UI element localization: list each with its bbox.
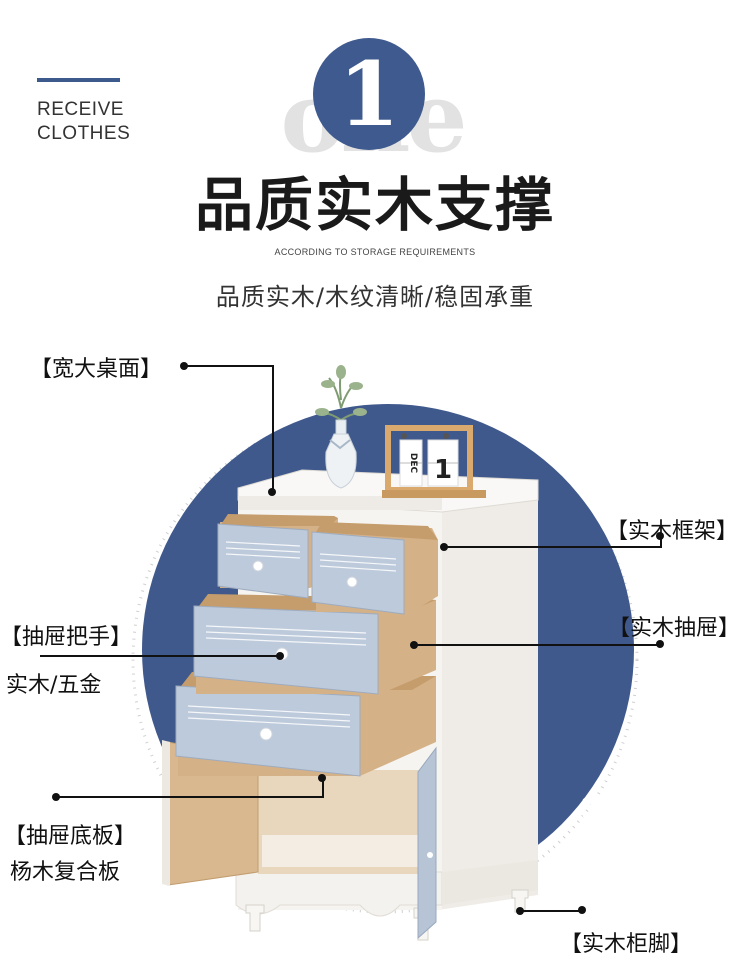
eyebrow-line-1: RECEIVE — [37, 99, 124, 120]
desk-calendar: DEC 1 — [382, 425, 486, 498]
drawer-2-front — [311, 531, 405, 615]
callout-handle-sub: 实木/五金 — [6, 673, 102, 698]
callout-tabletop: 【宽大桌面】 — [30, 357, 163, 382]
callout-bottom: 【抽屉底板】 — [4, 824, 137, 849]
callout-foot: 【实木柜脚】 — [560, 932, 693, 957]
leader-foot-h — [520, 910, 582, 912]
drawer-1-grooves — [225, 541, 301, 559]
drawer-2-knob[interactable] — [346, 576, 358, 588]
drawer-2-grooves — [319, 553, 397, 572]
callout-dot-foot — [578, 906, 586, 914]
drawer-4-knob[interactable] — [259, 727, 273, 741]
leader-frame-h — [444, 546, 662, 548]
callout-end-handle — [276, 652, 284, 660]
drawer-2-interior — [316, 522, 438, 540]
eyebrow-line-2: CLOTHES — [37, 123, 131, 144]
drawer-3-grooves — [205, 625, 367, 646]
callout-drawer: 【实木抽屉】 — [608, 616, 741, 641]
callout-end-bottom — [318, 774, 326, 782]
right-cabinet-door — [417, 746, 437, 940]
leader-handle — [40, 655, 280, 657]
calendar-day-text: 1 — [434, 455, 452, 485]
dotted-halo — [131, 406, 639, 914]
drawer-4-grooves — [187, 705, 351, 728]
cabinet-side — [438, 500, 538, 910]
callout-frame: 【实木框架】 — [606, 519, 739, 544]
callout-dot-frame — [656, 532, 664, 540]
left-door-edge — [162, 740, 170, 886]
wave-mark-icon — [582, 796, 610, 820]
lower-cabinet-shelf — [262, 835, 422, 867]
drawer-1-knob[interactable] — [252, 560, 264, 572]
leader-frame-v — [660, 536, 662, 548]
callout-end-tabletop — [268, 488, 276, 496]
page-subtitle: 品质实木/木纹清晰/稳固承重 — [215, 283, 535, 311]
leader-bottom-h — [56, 796, 324, 798]
callout-bottom-sub: 杨木复合板 — [10, 860, 121, 885]
calendar-month-text: DEC — [408, 453, 418, 474]
title-caption: ACCORDING TO STORAGE REQUIREMENTS — [274, 247, 476, 257]
number-badge: 1 — [313, 38, 425, 150]
leader-bottom-v — [322, 778, 324, 798]
leader-tabletop-h — [184, 365, 274, 367]
leader-tabletop-v — [272, 365, 274, 495]
drawer-1-interior — [220, 514, 338, 526]
header-accent-rule — [37, 78, 120, 82]
callout-dot-drawer — [656, 640, 664, 648]
page-title: 品质实木支撑 — [194, 171, 555, 239]
vase-decor — [315, 365, 367, 489]
leader-drawer-h — [414, 644, 662, 646]
right-door-knob — [427, 852, 433, 858]
drawer-1-front — [217, 523, 309, 599]
callout-handle: 【抽屉把手】 — [0, 625, 133, 650]
tabletop-edge — [238, 496, 442, 510]
